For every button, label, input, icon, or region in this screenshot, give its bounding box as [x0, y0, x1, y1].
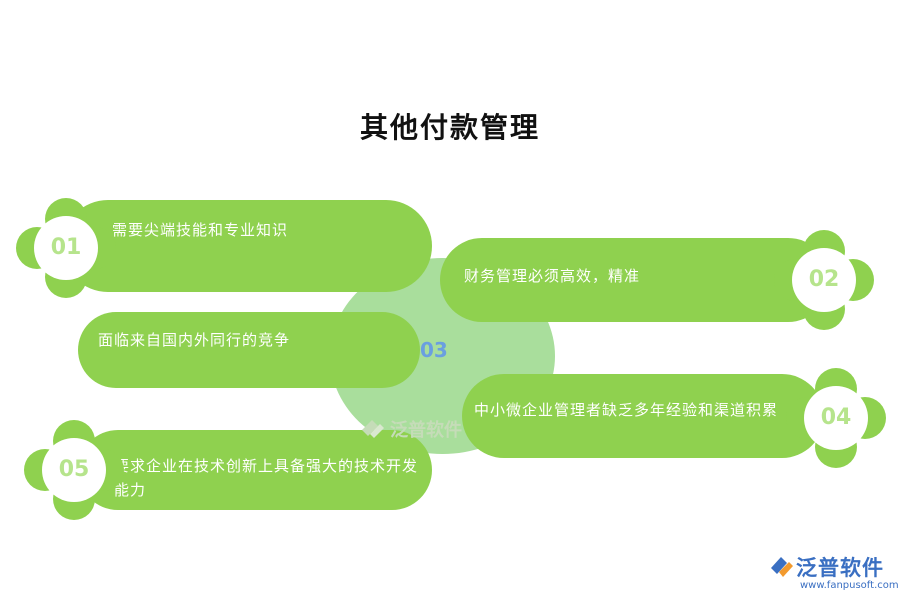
item-04-pill: 中小微企业管理者缺乏多年经验和渠道积累 — [462, 374, 824, 458]
item-04-badge: 04 — [786, 368, 886, 468]
item-03-pill: 面临来自国内外同行的竞争 — [78, 312, 420, 388]
item-01-number: 01 — [50, 235, 82, 260]
item-01-text: 需要尖端技能和专业知识 — [112, 221, 289, 239]
item-05-number: 05 — [58, 457, 90, 482]
item-05-text: 要求企业在技术创新上具备强大的技术开发能力 — [114, 457, 419, 499]
brand-logo-icon — [771, 557, 793, 577]
item-05-pill: 要求企业在技术创新上具备强大的技术开发能力 — [78, 430, 432, 510]
item-02-number: 02 — [808, 267, 840, 292]
item-02-text: 财务管理必须高效，精准 — [464, 267, 641, 285]
item-01-pill: 需要尖端技能和专业知识 — [62, 200, 432, 292]
watermark: 泛普软件 — [360, 416, 462, 442]
item-04-number: 04 — [820, 405, 852, 430]
watermark-logo-icon — [362, 420, 384, 438]
brand-logo-text: 泛普软件 — [796, 556, 884, 580]
item-01-badge: 01 — [16, 198, 116, 298]
item-02-badge: 02 — [774, 230, 874, 330]
brand-logo: 泛普软件 — [768, 552, 884, 582]
item-04-text: 中小微企业管理者缺乏多年经验和渠道积累 — [474, 401, 779, 419]
item-03-text: 面临来自国内外同行的竞争 — [98, 331, 291, 349]
item-05-badge: 05 — [24, 420, 124, 520]
item-02-pill: 财务管理必须高效，精准 — [440, 238, 830, 322]
item-03-number: 03 — [420, 338, 448, 362]
watermark-brand: 泛普软件 — [390, 420, 462, 441]
page-title: 其他付款管理 — [359, 111, 540, 144]
brand-url: www.fanpusoft.com — [800, 580, 899, 591]
